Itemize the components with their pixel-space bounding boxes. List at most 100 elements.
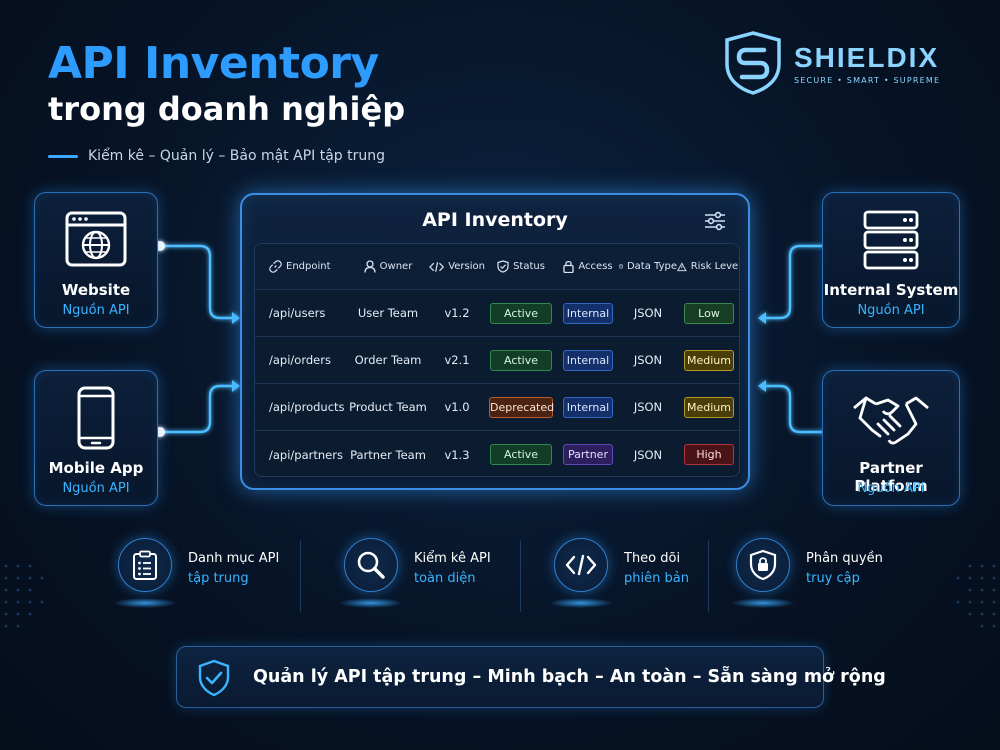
feature-divider [708, 540, 709, 612]
logo-tagline: SECURE • SMART • SUPREME [794, 75, 941, 85]
shield-check-icon [497, 260, 509, 273]
cell-version: v2.1 [444, 353, 470, 367]
access-badge: Internal [563, 396, 613, 418]
column-header-data-type[interactable]: Data Type [619, 244, 677, 289]
cell-endpoint: /api/users [269, 306, 326, 320]
feature-version-tracking: Theo dõi phiên bản [549, 538, 689, 610]
risk-badge: Medium [684, 349, 734, 371]
feature-glow [731, 598, 795, 608]
cell-version: v1.0 [444, 400, 470, 414]
cell-endpoint: /api/products [269, 400, 345, 414]
feature-api-catalog: Danh mục API tập trung [113, 538, 280, 610]
feature-glow [339, 598, 403, 608]
handshake-icon [823, 385, 959, 451]
source-subtitle: Nguồn API [62, 303, 130, 318]
cell-version: v1.2 [444, 306, 470, 320]
source-name: Website [61, 281, 131, 299]
column-header-status[interactable]: Status [485, 244, 557, 289]
status-badge: Active [490, 302, 552, 324]
feature-glow [549, 598, 613, 608]
feature-glow [113, 598, 177, 608]
page-title: API Inventory [48, 38, 379, 89]
dot-pattern-right [956, 564, 996, 628]
cell-owner: Order Team [354, 353, 422, 367]
table-header: Endpoint Owner Version Status Access Dat… [255, 244, 739, 290]
column-header-risk-level[interactable]: Risk Level [677, 244, 739, 289]
shield-lock-icon [736, 538, 790, 592]
cell-owner: Product Team [349, 400, 427, 414]
database-icon [619, 264, 623, 269]
browser-globe-icon [35, 207, 157, 273]
column-header-access[interactable]: Access [557, 244, 619, 289]
table-row[interactable]: /api/products Product Team v1.0 Deprecat… [255, 384, 739, 431]
risk-badge: Medium [684, 396, 734, 418]
dot-pattern-left [4, 564, 44, 628]
table-row[interactable]: /api/orders Order Team v2.1 Active Inter… [255, 337, 739, 384]
page-title-line2: trong doanh nghiệp [48, 90, 406, 128]
feature-access-control: Phân quyền truy cập [731, 538, 883, 610]
column-header-endpoint[interactable]: Endpoint [255, 244, 347, 289]
warning-icon [677, 261, 687, 271]
feature-title: Phân quyền [806, 551, 883, 566]
feature-subtitle: tập trung [188, 571, 249, 586]
column-header-owner[interactable]: Owner [347, 244, 429, 289]
logo-name: SHIELDIX [794, 41, 940, 73]
footer-text: Quản lý API tập trung – Minh bạch – An t… [253, 667, 886, 687]
feature-title: Danh mục API [188, 551, 280, 566]
status-badge: Active [490, 444, 552, 465]
feature-subtitle: truy cập [806, 571, 860, 586]
source-name: Internal System [823, 281, 959, 299]
page-subtitle: Kiểm kê – Quản lý – Bảo mật API tập trun… [88, 148, 386, 164]
api-inventory-panel: API Inventory Endpoint Owner Version Sta… [240, 193, 750, 490]
feature-api-audit: Kiểm kê API toàn diện [339, 538, 491, 610]
filter-sliders-icon[interactable] [704, 211, 726, 231]
brand-logo: SHIELDIX SECURE • SMART • SUPREME [722, 30, 940, 96]
cell-version: v1.3 [444, 447, 470, 462]
user-icon [364, 260, 376, 273]
source-subtitle: Nguồn API [62, 481, 130, 496]
feature-title: Theo dõi [624, 551, 681, 566]
status-badge: Active [490, 349, 552, 371]
footer-banner: Quản lý API tập trung – Minh bạch – An t… [176, 646, 886, 708]
cell-owner: User Team [357, 306, 419, 320]
cell-data-type: JSON [633, 306, 663, 320]
source-card-partner-platform[interactable]: Partner Platform Nguồn API [822, 370, 960, 506]
api-table: Endpoint Owner Version Status Access Dat… [254, 243, 740, 477]
access-badge: Internal [563, 349, 613, 371]
panel-title: API Inventory [422, 209, 568, 231]
risk-badge: Low [684, 302, 734, 324]
cell-data-type: JSON [633, 447, 663, 462]
lock-icon [563, 260, 575, 273]
clipboard-list-icon [118, 538, 172, 592]
feature-subtitle: toàn diện [414, 571, 476, 586]
server-icon [823, 207, 959, 273]
source-card-internal-system[interactable]: Internal System Nguồn API [822, 192, 960, 328]
source-subtitle: Nguồn API [857, 481, 925, 496]
magnifier-icon [344, 538, 398, 592]
smartphone-icon [35, 385, 157, 451]
code-icon [554, 538, 608, 592]
source-name: Partner Platform [854, 459, 928, 495]
subtitle-accent-line [48, 155, 78, 158]
cell-owner: Partner Team [350, 447, 426, 462]
source-card-website[interactable]: Website Nguồn API [34, 192, 158, 328]
feature-title: Kiểm kê API [414, 551, 491, 566]
source-card-mobile-app[interactable]: Mobile App Nguồn API [34, 370, 158, 506]
table-row[interactable]: /api/partners Partner Team v1.3 Active P… [255, 431, 739, 476]
table-row[interactable]: /api/users User Team v1.2 Active Interna… [255, 290, 739, 337]
code-icon [429, 261, 445, 272]
status-badge: Deprecated [489, 396, 554, 418]
link-icon [269, 260, 282, 273]
source-name: Mobile App [48, 459, 144, 477]
cell-endpoint: /api/partners [269, 447, 343, 462]
access-badge: Internal [563, 302, 613, 324]
shield-logo-icon [725, 31, 781, 95]
cell-data-type: JSON [633, 400, 663, 414]
feature-subtitle: phiên bản [624, 571, 689, 586]
feature-divider [520, 540, 521, 612]
risk-badge: High [684, 444, 734, 465]
cell-endpoint: /api/orders [269, 353, 331, 367]
column-header-version[interactable]: Version [429, 244, 485, 289]
feature-divider [300, 540, 301, 612]
access-badge: Partner [563, 444, 613, 465]
